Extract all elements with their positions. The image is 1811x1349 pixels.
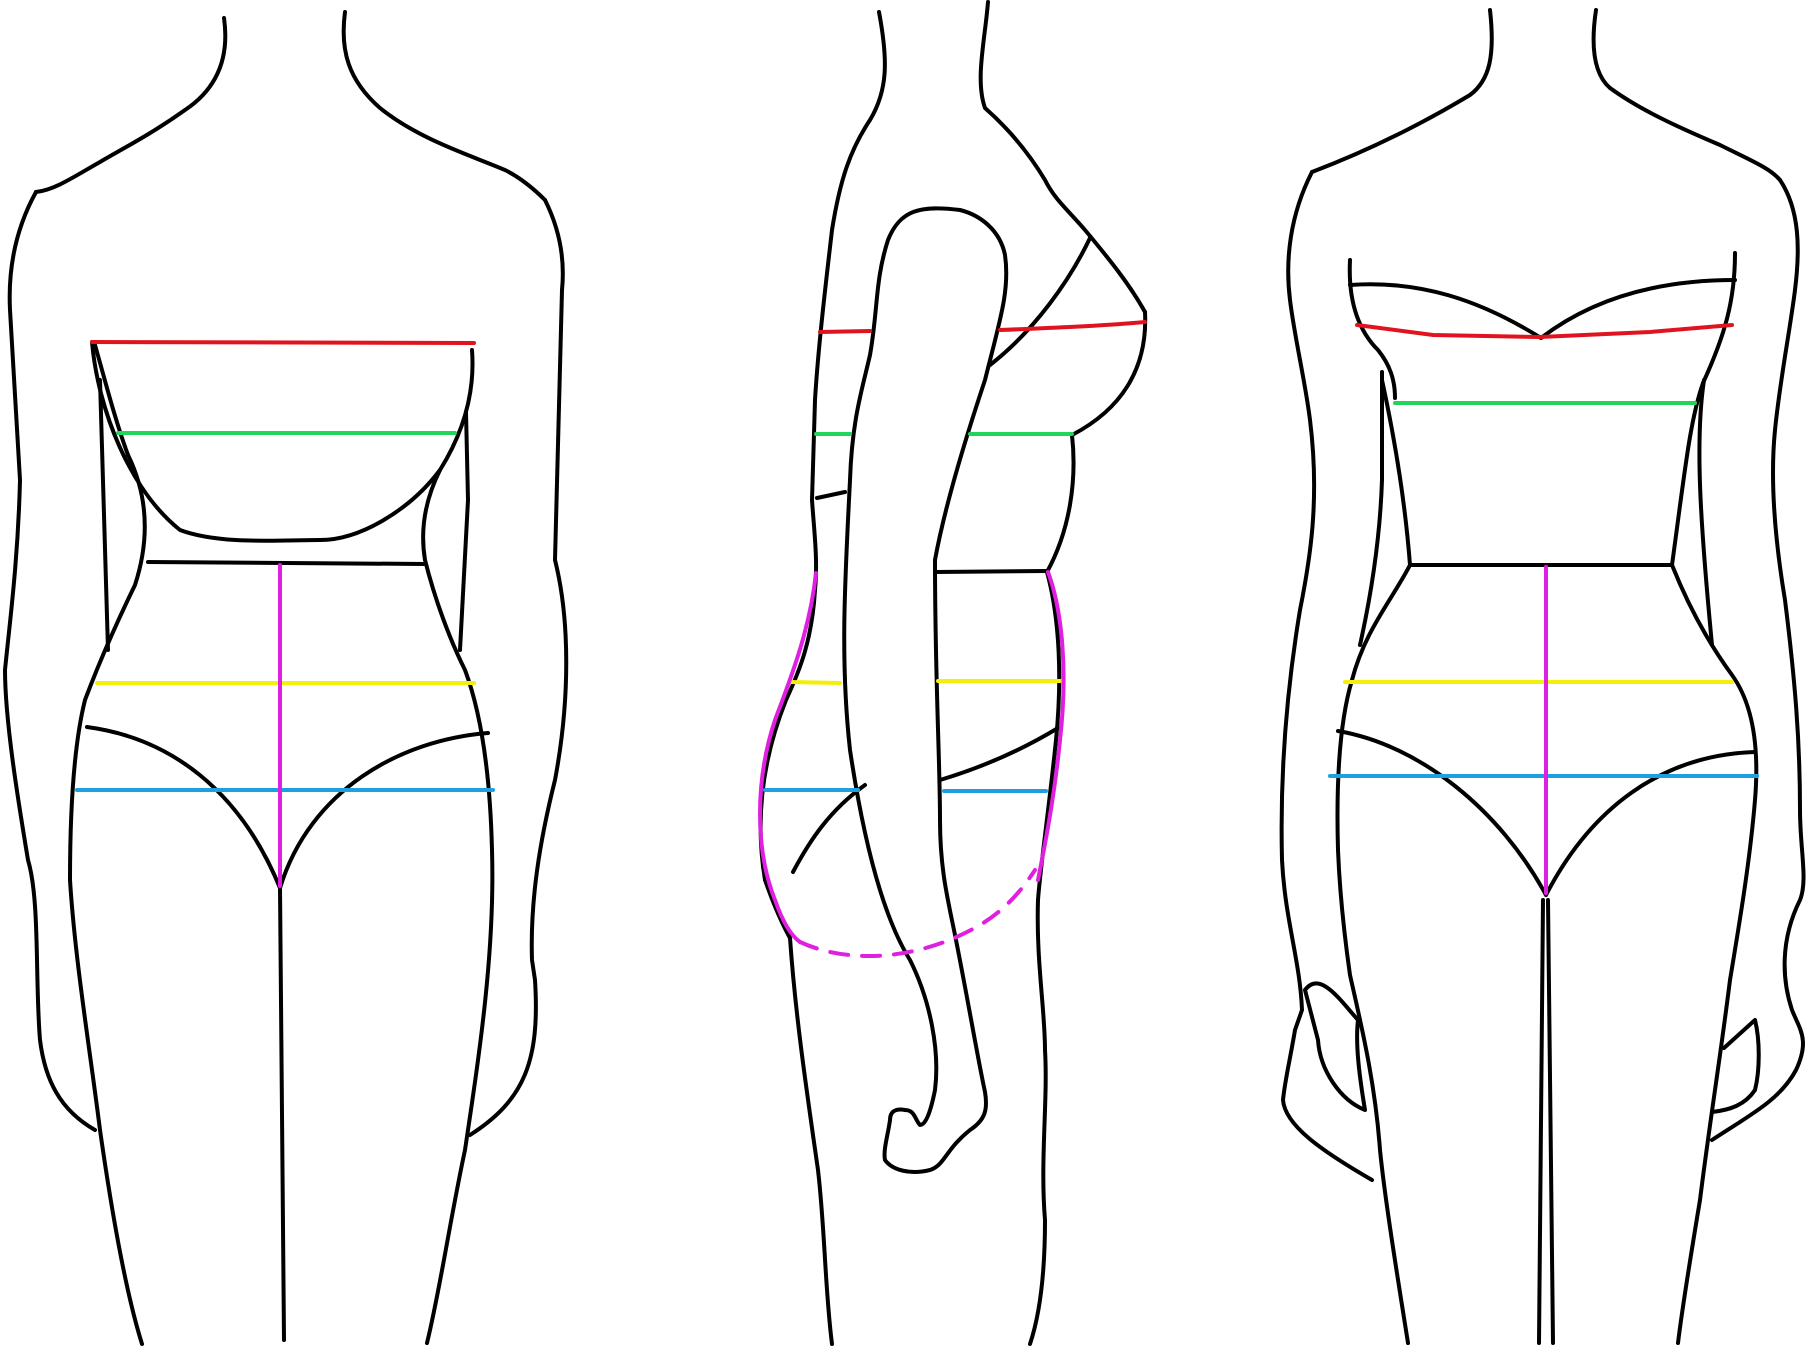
side-crotch-dashed-curve [798,868,1037,958]
back-body-outline [1279,8,1806,1345]
front-view-figure [3,10,569,1346]
side-high-hip-line-back [788,680,842,685]
side-rise-back-curve [758,571,818,944]
back-bust-line [1355,323,1734,340]
back-view-figure [1279,8,1806,1345]
side-bust-line-front [998,320,1147,332]
side-rise-front-curve [1036,570,1066,882]
side-bust-line-back [818,329,872,334]
side-body-outline [758,0,1148,1346]
front-bust-line [90,340,476,345]
side-view-figure [758,0,1148,1346]
front-body-outline [3,10,569,1346]
